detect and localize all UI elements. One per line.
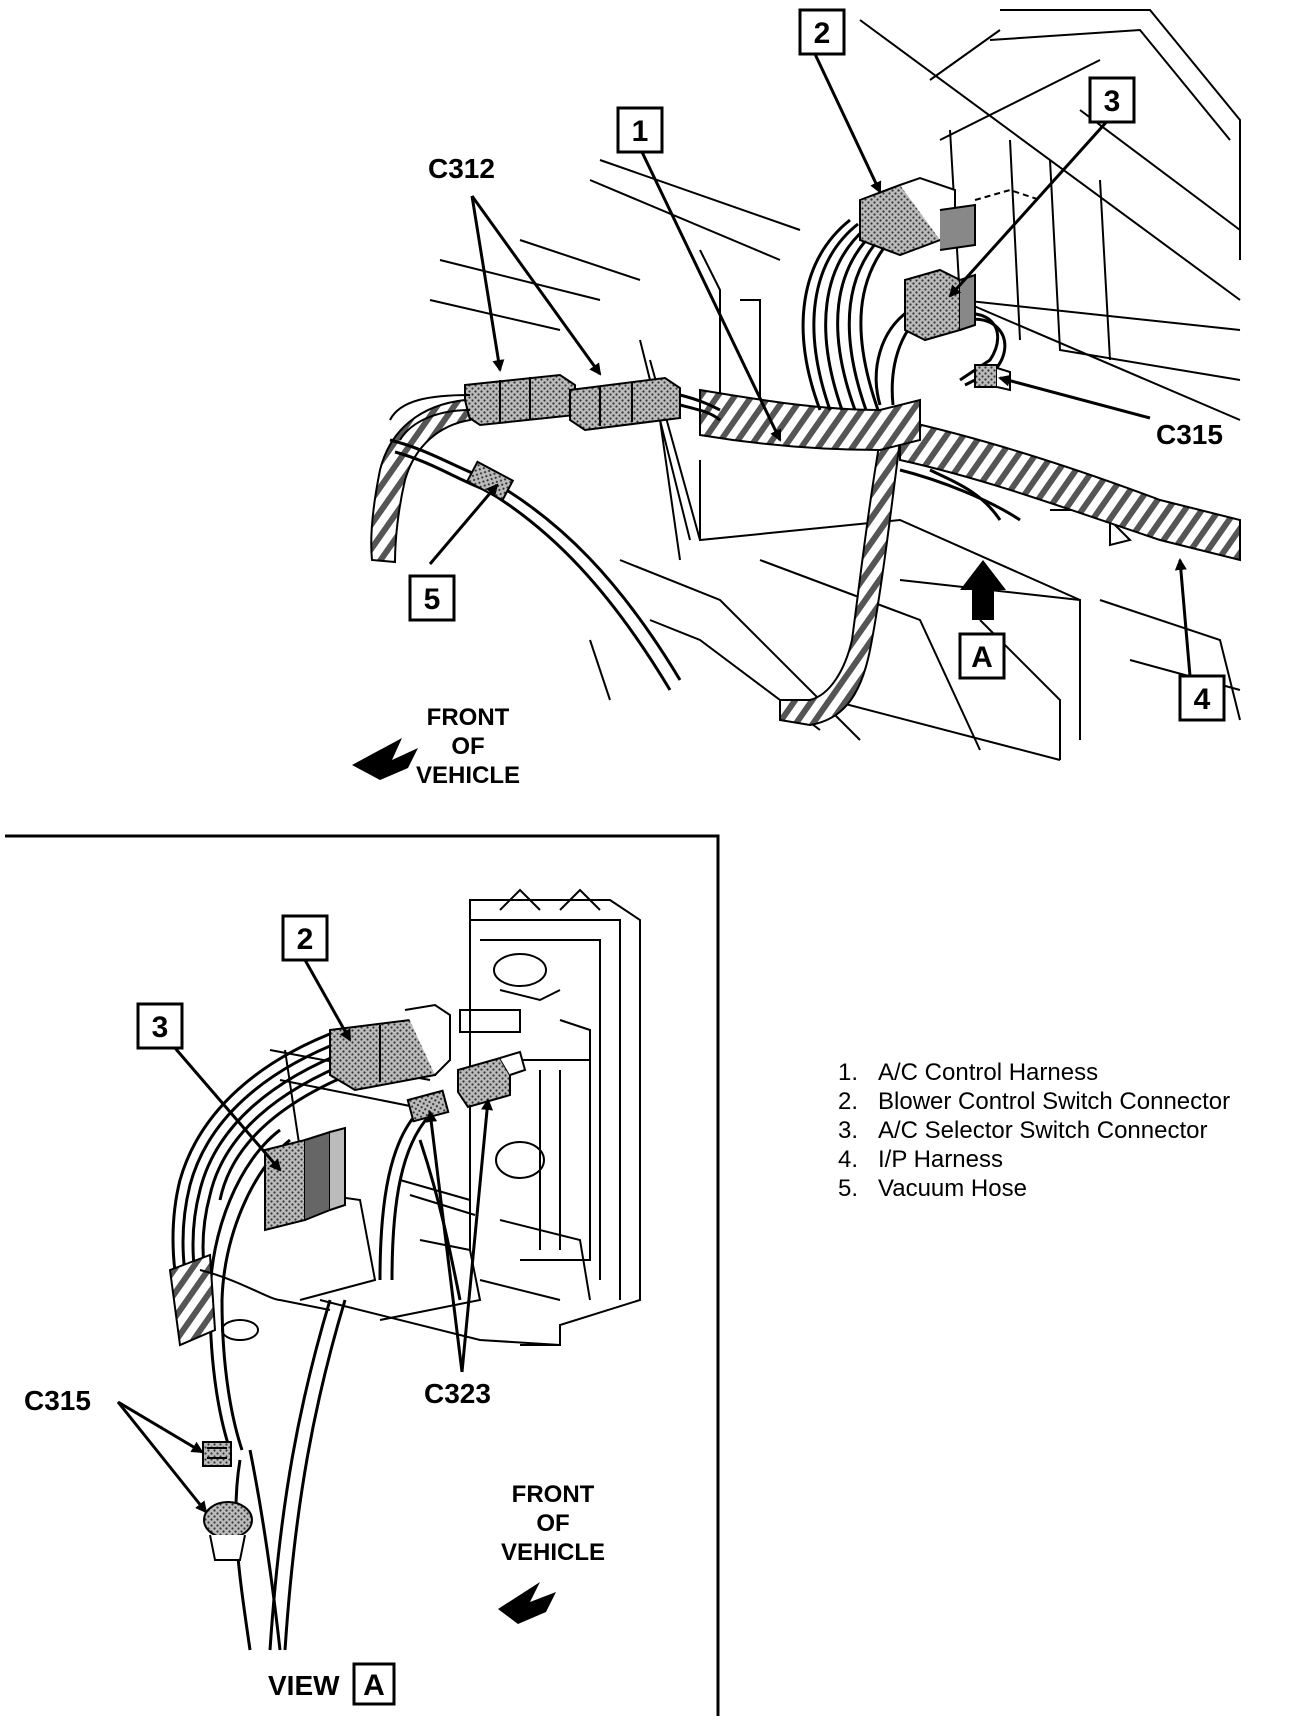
- callout-box-2-view-a: [281, 914, 329, 962]
- callout-3-view-a: 3: [152, 1011, 169, 1044]
- legend-text: A/C Control Harness: [878, 1059, 1099, 1086]
- c315-connector-upper-view-a: [202, 1441, 232, 1467]
- callout-box-a-main: [958, 632, 1006, 680]
- c323-connector-left: [406, 1089, 450, 1123]
- front-label-view-a-line1: FRONT: [512, 1481, 595, 1508]
- front-label-main-line3: VEHICLE: [416, 762, 520, 789]
- view-a-label: VIEW: [268, 1670, 340, 1701]
- legend-number: 4.: [838, 1146, 859, 1173]
- ac-selector-switch-connector-view-a: [264, 1126, 346, 1232]
- c312-label: C312: [428, 153, 495, 184]
- legend: 1. A/C Control Harness 2. Blower Control S…: [838, 1058, 1230, 1203]
- callout-boxes-view-a: [136, 914, 396, 1706]
- legend-item-4: 4. I/P Harness: [838, 1145, 1230, 1174]
- callout-5: 5: [424, 583, 441, 616]
- c312-connector-right: [569, 376, 681, 432]
- callout-box-3-main: [1088, 76, 1136, 124]
- callout-2-main: 2: [814, 17, 831, 50]
- c315-label-main: C315: [1156, 419, 1223, 450]
- front-arrow-icon-view-a: [498, 1582, 556, 1624]
- front-label-main-line1: FRONT: [427, 704, 510, 731]
- callout-a-view-a: A: [363, 1669, 385, 1702]
- view-a-frame: [5, 834, 720, 1716]
- c315-label-view-a: C315: [24, 1385, 91, 1416]
- callout-3-main: 3: [1104, 85, 1121, 118]
- c315-connector-main: [974, 364, 1011, 392]
- front-arrow-icon: [352, 738, 418, 780]
- c312-connector-left: [464, 373, 576, 427]
- legend-item-1: 1. A/C Control Harness: [838, 1058, 1230, 1087]
- callout-a-main: A: [971, 641, 993, 674]
- blower-control-switch-connector-view-a: [329, 1003, 451, 1092]
- callout-2-view-a: 2: [297, 923, 314, 956]
- callout-box-5: [408, 574, 456, 622]
- callout-boxes-main: [408, 8, 1226, 722]
- view-a-direction-arrow: [960, 560, 1006, 620]
- c323-label: C323: [424, 1378, 491, 1409]
- main-view-leaders: [428, 53, 1192, 677]
- c323-connector-right: [457, 1050, 527, 1109]
- legend-number: 5.: [838, 1175, 859, 1202]
- c315-connector-lower-view-a: [203, 1501, 253, 1561]
- ac-control-harness: [699, 388, 921, 452]
- callout-box-1: [616, 106, 664, 154]
- legend-text: Blower Control Switch Connector: [878, 1088, 1231, 1115]
- ip-harness: [899, 418, 1241, 562]
- legend-number: 2.: [838, 1088, 859, 1115]
- legend-number: 1.: [838, 1059, 859, 1086]
- legend-number: 3.: [838, 1117, 859, 1144]
- legend-text: I/P Harness: [878, 1146, 1003, 1173]
- callout-1: 1: [632, 115, 649, 148]
- legend-text: Vacuum Hose: [878, 1175, 1027, 1202]
- instrument-panel-structure: [429, 9, 1241, 761]
- ac-selector-switch-connector: [904, 268, 976, 342]
- callout-4: 4: [1194, 683, 1211, 716]
- callout-box-3-view-a: [136, 1002, 184, 1050]
- legend-item-2: 2. Blower Control Switch Connector: [838, 1087, 1230, 1116]
- blower-control-switch-connector: [859, 176, 1041, 257]
- front-label-main-line2: OF: [451, 733, 484, 760]
- vacuum-hose: [389, 438, 682, 691]
- callout-box-2-main: [798, 8, 846, 56]
- c312-left-harness: [370, 398, 472, 564]
- main-view: [370, 9, 1241, 761]
- front-label-view-a-line3: VEHICLE: [501, 1539, 605, 1566]
- view-a-leaders: [116, 959, 494, 1514]
- ip-harness-drop: [779, 439, 902, 727]
- callout-box-4: [1178, 674, 1226, 722]
- legend-item-5: 5. Vacuum Hose: [838, 1174, 1230, 1203]
- legend-text: A/C Selector Switch Connector: [878, 1117, 1208, 1144]
- legend-item-3: 3. A/C Selector Switch Connector: [838, 1116, 1230, 1145]
- callout-box-a-view-a: [352, 1662, 396, 1706]
- front-label-view-a-line2: OF: [536, 1510, 569, 1537]
